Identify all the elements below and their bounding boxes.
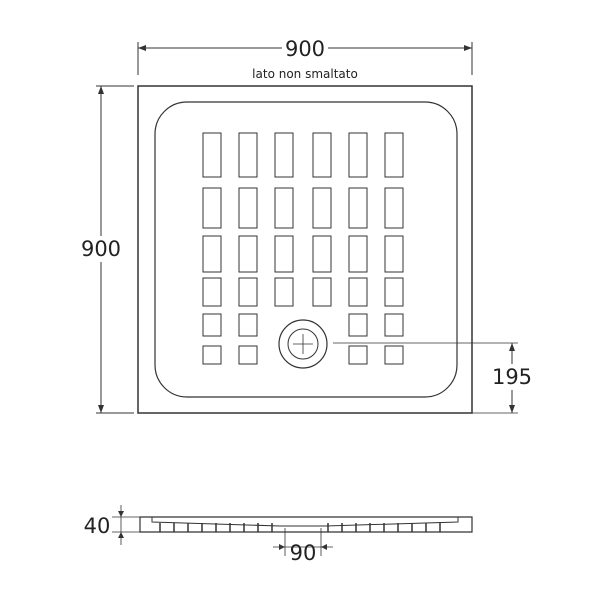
drain-offset-label-bg	[487, 364, 537, 390]
drain-offset-arrow-bottom	[509, 405, 515, 413]
non-slip-pad	[312, 277, 332, 307]
drain-offset-label: 195	[492, 365, 532, 389]
side-note: lato non smaltato	[252, 67, 358, 81]
non-slip-pad	[202, 277, 222, 307]
non-slip-pad	[348, 313, 368, 337]
non-slip-pad	[348, 277, 368, 307]
height-label: 900	[81, 237, 121, 261]
non-slip-pad	[238, 313, 258, 337]
non-slip-pad	[238, 345, 258, 365]
non-slip-pad	[238, 132, 258, 178]
depth-label: 40	[84, 514, 111, 538]
non-slip-pad	[274, 235, 294, 273]
drain-width-arrow-left	[279, 544, 285, 550]
non-slip-pad	[202, 313, 222, 337]
drain-width-label: 90	[290, 541, 317, 565]
non-slip-pad	[312, 187, 332, 229]
non-slip-pad	[384, 313, 404, 337]
non-slip-pad	[384, 345, 404, 365]
non-slip-pad	[348, 235, 368, 273]
non-slip-pad	[384, 187, 404, 229]
drain-outer-ring	[278, 319, 328, 369]
non-slip-pad	[202, 187, 222, 229]
non-slip-pad	[348, 132, 368, 178]
depth-arrow-top	[118, 511, 124, 517]
drain-offset-arrow-top	[509, 343, 515, 351]
non-slip-pad	[384, 235, 404, 273]
top-view: 900 lato non smaltato 900 195	[76, 36, 537, 414]
non-slip-pad	[384, 277, 404, 307]
non-slip-pad	[238, 277, 258, 307]
non-slip-pad	[274, 187, 294, 229]
non-slip-pad	[384, 132, 404, 178]
non-slip-pad	[238, 187, 258, 229]
non-slip-pads	[202, 132, 404, 365]
non-slip-pad	[312, 132, 332, 178]
section-outline	[139, 516, 473, 533]
non-slip-pad	[274, 277, 294, 307]
height-arrow-top	[98, 86, 104, 94]
section-view: 40 90	[84, 505, 473, 565]
drain-inner-ring	[287, 328, 319, 360]
width-label: 900	[285, 37, 325, 61]
drain-width-arrow-right	[321, 544, 327, 550]
width-arrow-left	[138, 45, 146, 51]
tray-basin-outline	[154, 101, 458, 398]
height-arrow-bottom	[98, 405, 104, 413]
width-label-bg	[282, 36, 328, 60]
non-slip-pad	[274, 132, 294, 178]
width-arrow-right	[464, 45, 472, 51]
drain	[278, 319, 328, 369]
non-slip-pad	[202, 345, 222, 365]
non-slip-pad	[202, 132, 222, 178]
non-slip-pad	[312, 235, 332, 273]
depth-arrow-bottom	[118, 532, 124, 538]
non-slip-pad	[238, 235, 258, 273]
height-label-bg	[76, 236, 126, 262]
section-basin-surface	[151, 517, 459, 527]
tray-outer-outline	[137, 85, 473, 414]
non-slip-pad	[348, 187, 368, 229]
non-slip-pad	[202, 235, 222, 273]
non-slip-pad	[348, 345, 368, 365]
section-ribs	[159, 523, 441, 532]
